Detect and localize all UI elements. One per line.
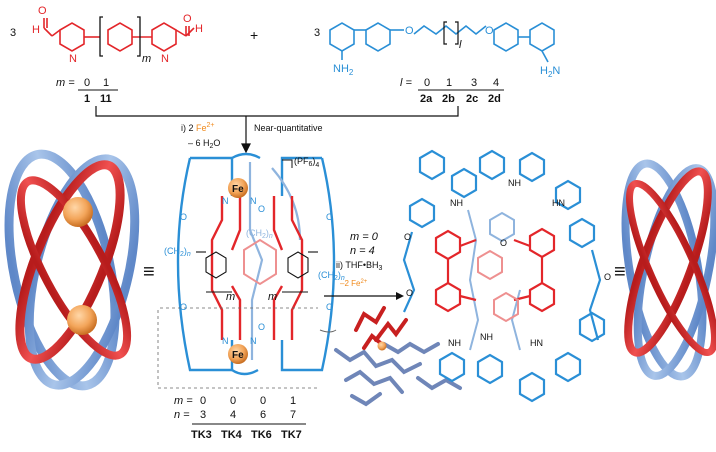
condition-metal-loss: –2 Fe2+	[340, 279, 368, 288]
cage-fe-top-label: Fe	[232, 184, 244, 195]
reactant-1-id-1: 1	[84, 93, 90, 105]
cage-o-left-bottom: O	[180, 302, 187, 312]
product-id-tk6: TK6	[251, 429, 272, 441]
knot-o-1: O	[404, 232, 411, 242]
cage-n-3: N	[222, 336, 229, 346]
cage-ch2-mid: (CH2)n	[246, 228, 273, 240]
cage-counterion: (PF6)4	[294, 156, 319, 169]
knot-hn-2: HN	[530, 338, 543, 348]
reactant-2-table-var: l =	[400, 77, 413, 89]
cage-o-center-bottom: O	[258, 322, 265, 332]
reactant-1-h-right: H	[195, 23, 203, 35]
iron-sphere-top	[63, 197, 93, 227]
cage-m-left: m	[226, 291, 235, 303]
molecular-knot: NH NH HN NH NH HN O O O O	[402, 149, 611, 403]
product-m-tk6: 0	[260, 395, 266, 407]
reactant-2-amine-right: H2N	[540, 65, 560, 79]
reactant-1-n-left: N	[69, 53, 77, 65]
condition-byproduct: – 6 H2O	[188, 138, 220, 150]
reactant-2-id-2c: 2c	[466, 93, 478, 105]
reaction-arrow-down	[95, 106, 459, 154]
reaction-arrow-right: m = 0 n = 4 ii) THF•BH3 –2 Fe2+	[324, 231, 404, 300]
reactant-2-id-2d: 2d	[488, 93, 501, 105]
helicate-cage: Fe Fe N N N N O O O O O O (PF6)4 (CH2)n …	[157, 152, 345, 389]
cage-fe-bottom-label: Fe	[232, 350, 244, 361]
knot-hn-1: HN	[552, 198, 565, 208]
cage-m-right: m	[268, 291, 277, 303]
reactant-2-id-2a: 2a	[420, 93, 433, 105]
cage-n-4: N	[250, 336, 257, 346]
reactant-2-l-4: 4	[493, 77, 499, 89]
product-id-tk7: TK7	[281, 429, 302, 441]
condition-m-value: m = 0	[350, 231, 379, 243]
reactant-1-table-var: m =	[56, 77, 75, 89]
cage-n-2: N	[250, 196, 257, 206]
reactant-2-amine-left: NH2	[333, 63, 354, 77]
cage-o-right-top: O	[326, 212, 333, 222]
conditions-top: i) 2 Fe2+ – 6 H2O Near-quantitative	[181, 122, 323, 150]
equivalence-right: ≡	[614, 261, 626, 283]
cage-ch2-left: (CH2)n	[164, 246, 191, 258]
crystal-structure-model	[319, 306, 462, 407]
reactant-1-repeat-m: m	[142, 53, 151, 65]
product-table-n-label: n =	[174, 409, 190, 421]
condition-step-ii: ii) THF•BH3	[336, 260, 382, 272]
reactant-2-diamine: 3 O O NH2 H2N l l = 0 1 3 4	[314, 21, 560, 105]
condition-yield: Near-quantitative	[254, 123, 323, 133]
reactant-1-id-11: 11	[100, 93, 112, 105]
reactant-1-n-right: N	[161, 53, 169, 65]
knot-nh-2: NH	[508, 178, 521, 188]
product-table: m = n = 0 0 0 1 3 4 6 7 TK3 TK4 TK6 TK7	[174, 395, 306, 441]
knot-nh-3: NH	[448, 338, 461, 348]
reactant-2-id-2b: 2b	[442, 93, 455, 105]
cage-o-left-top: O	[180, 212, 187, 222]
product-id-tk4: TK4	[221, 429, 243, 441]
reactant-2-l-0: 0	[424, 77, 430, 89]
cage-iron-top	[228, 178, 248, 198]
reactant-2-coefficient: 3	[314, 27, 320, 39]
equivalence-left: ≡	[143, 261, 155, 283]
reactant-2-repeat-l: l	[459, 39, 462, 51]
product-table-m-label: m =	[174, 395, 193, 407]
product-m-tk7: 1	[290, 395, 296, 407]
plus-sign: +	[250, 27, 258, 43]
product-id-tk3: TK3	[191, 429, 212, 441]
condition-n-value: n = 4	[350, 245, 375, 257]
product-n-tk3: 3	[200, 409, 206, 421]
cage-iron-bottom	[228, 344, 248, 364]
knot-3d-with-iron	[4, 149, 140, 391]
cage-ch2-right: (CH2)n	[318, 270, 345, 282]
product-m-tk3: 0	[200, 395, 206, 407]
cage-o-right-bottom: O	[326, 302, 333, 312]
product-m-tk4: 0	[230, 395, 236, 407]
iron-sphere-bottom	[67, 305, 97, 335]
cage-n-1: N	[222, 196, 229, 206]
reactant-1-dialdehyde: 3 O H N N H O	[10, 5, 203, 105]
knot-o-3: O	[500, 238, 507, 248]
cage-o-center-top: O	[258, 204, 265, 214]
reactant-1-h-left-text: H	[32, 24, 40, 36]
reactant-1-o-left: O	[38, 5, 47, 17]
condition-step-i: i) 2 Fe2+	[181, 122, 215, 133]
reactant-2-l-1: 1	[446, 77, 452, 89]
reactant-1-m-1: 1	[103, 77, 109, 89]
reactant-2-l-3: 3	[471, 77, 477, 89]
knot-3d-demetallated	[621, 159, 716, 381]
product-n-tk6: 6	[260, 409, 266, 421]
knot-o-2: O	[406, 288, 413, 298]
reactant-2-ether-o-right: O	[485, 25, 494, 37]
reactant-1-coefficient: 3	[10, 27, 16, 39]
crystal-iron	[377, 341, 387, 351]
knot-nh-1: NH	[450, 198, 463, 208]
product-n-tk7: 7	[290, 409, 296, 421]
reactant-1-m-0: 0	[84, 77, 90, 89]
reactant-1-o-right: O	[183, 13, 192, 25]
product-n-tk4: 4	[230, 409, 236, 421]
knot-nh-4: NH	[480, 332, 493, 342]
knot-o-4: O	[604, 272, 611, 282]
reactant-2-ether-o-left: O	[405, 25, 414, 37]
